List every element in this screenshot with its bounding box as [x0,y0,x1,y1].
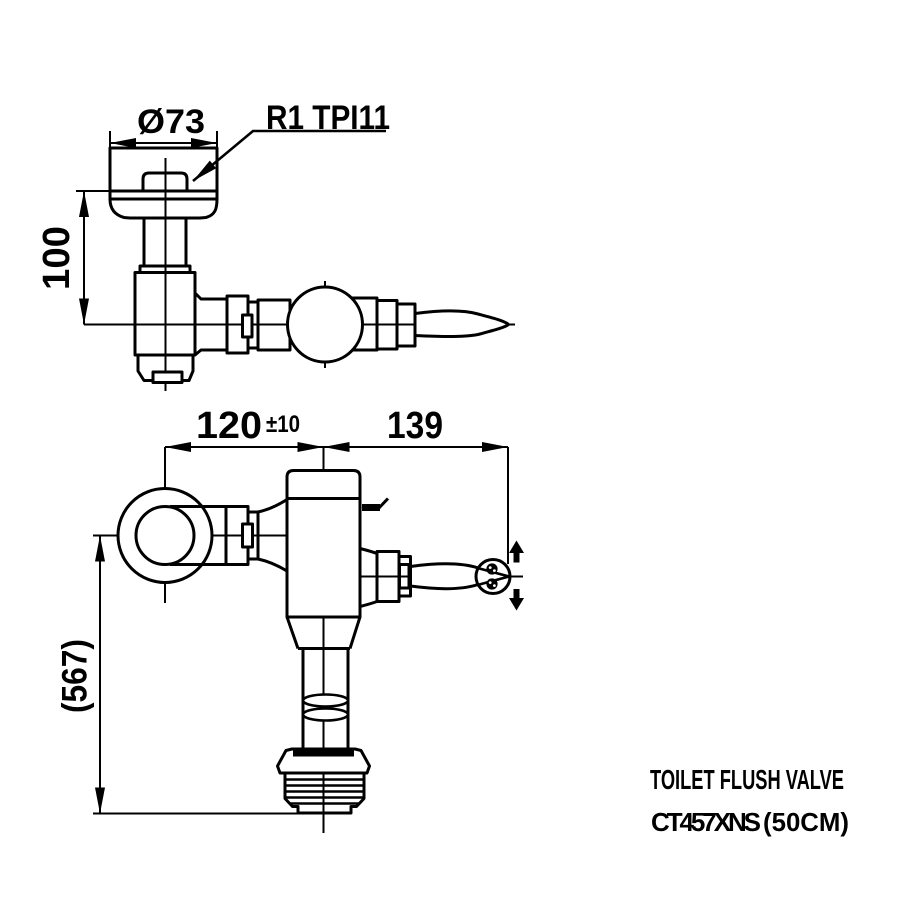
push-button [141,171,189,191]
ball-joint-circle [286,285,364,364]
lever-bushing [395,302,417,348]
thread-callout-label: R1 TPI11 [266,99,390,137]
lever-up-arrow-icon [509,540,524,563]
nut-clip [241,313,254,339]
screw-highlight [493,569,496,572]
dimension-arrow-icon [482,442,508,452]
wall-flange-inner [134,505,196,566]
dimension-arrow-icon [323,442,350,452]
dimension-arrow-icon [110,138,136,148]
lever-socket [375,299,399,351]
dimension-arrow-icon [79,191,89,217]
inlet-nut [224,505,250,566]
top-view-side-elevation: Ø73 R1 TPI11 [36,99,515,391]
lever-nut [375,550,401,603]
dimension-arrow-icon [95,787,105,814]
dimension-arrow-icon [297,442,324,452]
dimension-arrow-icon [79,298,89,325]
knob-screw-icon [486,563,498,575]
coupling-nut [225,294,250,355]
neck [142,218,188,266]
screw-highlight [488,566,492,569]
dim-diameter-label: Ø73 [137,103,205,141]
drain-stub-tab [151,370,184,384]
screw-highlight [488,581,492,584]
pipe-break-symbol [301,707,350,722]
dimension-arrow-icon [165,442,191,452]
cap-skirt [108,198,219,220]
dim-height-567: (567) [55,535,300,815]
screw-highlight [493,584,496,587]
body-taper [285,616,362,650]
thread-callout: R1 TPI11 [192,99,390,182]
lever-down-arrow-icon [509,589,524,611]
dimension-arrow-icon [95,535,105,562]
model-size: (50CM) [763,807,849,837]
front-view-elevation: 120 ±10 139 [55,405,524,833]
dim-139-label: 139 [387,405,443,447]
product-name: TOILET FLUSH VALVE [650,764,844,795]
lever-shaft [409,562,480,591]
inlet-cone [257,498,288,573]
cap-outline [108,146,219,201]
dim-height-label: 100 [36,226,78,290]
extension-lines [109,131,218,149]
knob-screw-icon [486,578,498,590]
dim-diameter-73: Ø73 [109,103,218,149]
outlet-shoulder [193,291,226,357]
inlet-pipe [170,505,226,566]
dimension-arrow-icon [191,138,217,148]
dim-120-tolerance: ±10 [266,411,300,438]
dim-height-100: 100 [36,191,89,325]
leader-arrow-icon [193,160,217,181]
pipe-break-symbol [301,693,350,708]
lever-bushing-detail [398,563,411,590]
dim-width-139: 139 [323,405,508,452]
lever-handle-side [413,309,510,338]
valve-body-front [285,469,362,619]
stop-screw-tick [375,497,390,512]
thread-lines [284,778,365,805]
leader-line [192,129,386,182]
lever-knob [474,558,512,595]
dim-567-label: (567) [55,639,94,713]
model-code: CT457XNS [651,807,761,837]
dim-120-label: 120 [196,405,262,447]
outlet-cone [256,298,292,352]
title-block: TOILET FLUSH VALVE CT457XNS (50CM) [650,764,849,837]
inlet-nut-clip [241,522,254,549]
threaded-spud [283,773,366,815]
